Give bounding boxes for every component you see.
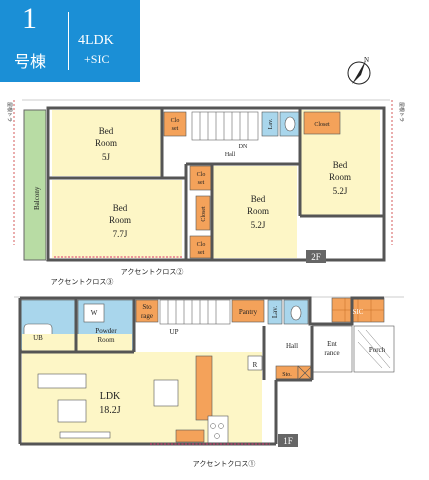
closet-label-line2: set [172, 126, 179, 132]
ent-label-2: rance [324, 349, 339, 357]
closet-2f-a-l1: Clo [171, 118, 180, 124]
accent-cross-1: アクセントクロス① [193, 460, 256, 468]
building-number: 1 [22, 2, 37, 35]
bed4-size: 5.2J [333, 186, 348, 196]
floor-2-plan: 屋根トラ 屋根トラ Balcony [6, 99, 405, 276]
ldk-label: LDK [100, 391, 121, 402]
powder-label-2: Room [97, 336, 115, 344]
dn-label: DN [239, 144, 248, 150]
closet-label-line2: set [198, 250, 205, 256]
storage-label-1: Sto [142, 303, 152, 311]
floor-1-label: 1F [283, 436, 293, 446]
closet-2f-b-label: Clo set [197, 172, 206, 186]
bed3-label: Bed [251, 194, 266, 204]
bed-room-3 [213, 166, 297, 258]
sto-label: Sto. [282, 372, 292, 378]
hall-2f-label: Hall [225, 152, 236, 158]
w-label: W [91, 309, 98, 317]
powder-label-1: Powder [95, 327, 117, 335]
closet-label-line2: set [198, 180, 205, 186]
balcony [23, 109, 47, 261]
closet-2f-c-label: Clo set [197, 242, 206, 256]
fridge [247, 355, 263, 371]
roof-label-left: 屋根トラ [6, 102, 13, 122]
balcony-label: Balcony [33, 186, 41, 210]
pantry [231, 299, 265, 323]
ub-label: UB [33, 334, 43, 342]
bed4-label: Bed [333, 160, 348, 170]
svg-text:N: N [364, 56, 369, 64]
bed3-label2: Room [247, 206, 269, 216]
layout-type: 4LDK [78, 33, 114, 48]
floor-1-plan: アクセントクロス③ [14, 278, 404, 468]
storage-1f [135, 299, 159, 323]
kitchen-counter [195, 355, 213, 421]
bed2-label: Bed [113, 203, 128, 213]
closet-2f-b-l1: Clo [197, 172, 206, 178]
closet-2f-a [163, 111, 187, 137]
bed2-label2: Room [109, 215, 131, 225]
closet-side-label: Closet [201, 206, 207, 222]
porch-label: Porch [369, 346, 386, 354]
storage-label-2: rage [141, 312, 153, 320]
accent-cross-3: アクセントクロス③ [51, 278, 114, 286]
building-unit-label: 号棟 [14, 52, 47, 71]
bed2-size: 7.7J [113, 229, 128, 239]
fridge-label: R [253, 361, 258, 369]
ent-label-1: Ent [327, 340, 337, 348]
hall-1f-label: Hall [286, 342, 298, 350]
bed3-size: 5.2J [251, 220, 266, 230]
roof-label-right: 屋根トラ [398, 102, 405, 122]
closet-2f-main [303, 111, 341, 135]
pantry-label: Pantry [239, 308, 258, 316]
closet-main-label: Closet [314, 122, 330, 128]
lavatory-1f [267, 299, 283, 325]
closet-2f-b [189, 165, 213, 191]
floor-2-label: 2F [311, 252, 321, 262]
bed1-size: 5J [102, 152, 111, 162]
sic-label: SIC [353, 308, 364, 316]
accent-cross-2: アクセントクロス② [121, 268, 184, 276]
ldk-size: 18.2J [99, 405, 121, 416]
building-badge: 1 号棟 4LDK +SIC [0, 0, 140, 82]
up-label: UP [170, 328, 179, 336]
bed-room-1 [52, 110, 162, 176]
bed1-label2: Room [95, 138, 117, 148]
closet-2f-side [195, 195, 211, 231]
bed-room-2 [52, 180, 182, 258]
lav-2f-label: Lav. [268, 118, 274, 129]
closet-2f-a-label: Clo set [171, 118, 180, 132]
bed4-label2: Room [329, 172, 351, 182]
bed1-label: Bed [99, 126, 114, 136]
lavatory-2f [261, 111, 279, 137]
north-compass-icon: N [347, 56, 371, 85]
closet-2f-c-l1: Clo [197, 242, 206, 248]
lav-1f-label: Lav. [271, 306, 279, 318]
layout-extra: +SIC [84, 52, 110, 66]
badge-divider [68, 12, 69, 70]
